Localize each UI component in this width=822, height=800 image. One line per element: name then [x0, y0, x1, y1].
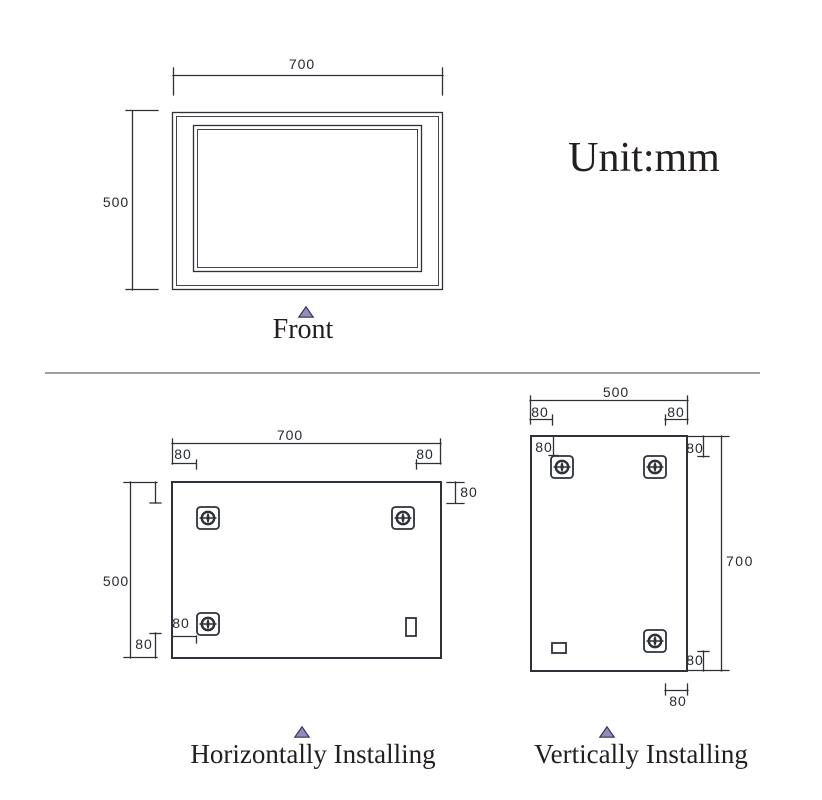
h-width-dimension: 700 — [276, 427, 304, 443]
triangle-marker-icon — [294, 726, 310, 738]
h-top-right-offset-line — [415, 459, 442, 470]
vertical-caption: Vertically Installing — [534, 739, 748, 769]
h-right-top-offset-line — [446, 481, 465, 505]
v-right-bottom-offset-line — [697, 650, 710, 672]
v-top-right-offset-line — [664, 414, 689, 426]
h-height-dimension: 500 — [102, 573, 130, 589]
v-width-dimension: 500 — [602, 384, 630, 400]
screw-mount-icon — [195, 611, 221, 637]
screw-mount-icon — [390, 505, 416, 531]
mirror-inner-frame — [192, 124, 423, 273]
mirror-back-panel-horizontal — [171, 481, 442, 659]
mirror-outer-frame — [171, 111, 444, 291]
h-top-left-offset-line — [171, 459, 198, 470]
triangle-marker-icon — [599, 726, 615, 738]
screw-mount-icon — [642, 454, 668, 480]
front-height-dimension-line — [125, 109, 159, 291]
h-bottom-left-offset: 80 — [135, 636, 153, 652]
h-left-bottom-offset-line — [149, 632, 162, 659]
vertical-install-drawing — [529, 395, 730, 738]
front-height-dimension: 500 — [102, 194, 130, 210]
v-height-dimension: 700 — [726, 553, 754, 569]
v-top-left-offset: 80 — [531, 404, 549, 420]
h-width-dimension-line — [171, 438, 442, 465]
mirror-back-panel-vertical — [530, 435, 688, 672]
v-bottom-offset-line — [664, 683, 689, 696]
h-left-top-offset-line — [149, 481, 162, 504]
h-top-left-offset: 80 — [174, 446, 192, 462]
h-bracket-inset-line — [171, 635, 198, 644]
horizontal-caption: Horizontally Installing — [190, 739, 436, 769]
v-right-top-offset: 80 — [686, 440, 704, 456]
screw-mount-icon — [195, 505, 221, 531]
h-bracket-inset-offset: 80 — [172, 615, 190, 631]
v-height-dimension-line — [686, 435, 730, 672]
junction-box — [551, 642, 567, 654]
h-right-top-offset: 80 — [460, 484, 478, 500]
front-width-dimension-line — [172, 67, 444, 96]
v-top-inner-offset: 80 — [535, 439, 553, 455]
h-top-right-offset: 80 — [416, 446, 434, 462]
screw-mount-icon — [642, 628, 668, 654]
front-width-dimension: 700 — [288, 56, 316, 72]
screw-mount-icon — [549, 454, 575, 480]
v-right-bottom-offset: 80 — [686, 652, 704, 668]
h-height-dimension-line — [123, 481, 158, 659]
front-caption: Front — [272, 314, 334, 345]
v-top-right-offset: 80 — [667, 404, 685, 420]
unit-label: Unit:mm — [568, 135, 720, 181]
front-view-drawing — [125, 67, 444, 318]
horizontal-install-drawing — [123, 438, 465, 738]
v-top-left-offset-line — [529, 414, 554, 426]
junction-box — [405, 617, 417, 637]
v-bottom-offset: 80 — [669, 693, 687, 709]
